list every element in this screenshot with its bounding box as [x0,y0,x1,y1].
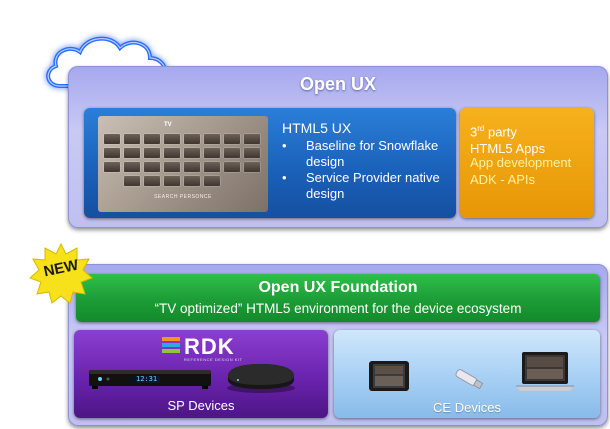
bullet-service-provider: Service Provider native design [282,170,456,202]
stb-clock-display: 12:31 [136,375,158,383]
gateway-device-icon [227,364,295,393]
third-party-title-sup: rd [477,124,485,133]
rdk-logo-text: RDK [184,334,235,359]
third-party-apps-box: 3rd party HTML5 Apps App development ADK… [460,108,594,218]
tv-logo: TV [164,122,172,128]
new-badge-icon [29,242,93,304]
adk-apis-text: ADK - APIs [470,172,536,187]
third-party-subtitle: App development ADK - APIs [470,154,571,188]
open-ux-foundation-panel: Open UX Foundation “TV optimized” HTML5 … [68,264,608,426]
sp-devices-box: RDK REFERENCE DESIGN KIT 12:31 SP Device… [74,330,328,418]
html5-ux-title: HTML5 UX [282,120,352,136]
tv-caption: SEARCH PERSONCE [154,194,212,200]
third-party-title: 3rd party HTML5 Apps [470,120,545,157]
third-party-title-line2: HTML5 Apps [470,141,546,157]
tablet-icon [369,361,409,391]
bullet-baseline: Baseline for Snowflake design [282,138,456,170]
usb-stick-icon [455,369,484,390]
rdk-logo: RDK REFERENCE DESIGN KIT [162,334,254,364]
open-ux-panel: Open UX TV SEARCH PERSONCE HTML5 UX Base… [68,66,608,228]
foundation-subtitle: “TV optimized” HTML5 environment for the… [154,301,522,316]
html5-ux-box: TV SEARCH PERSONCE HTML5 UX Baseline for… [84,108,456,218]
foundation-title: Open UX Foundation [258,279,418,296]
rdk-stripes-icon [162,337,180,353]
third-party-title-suffix: party [484,124,517,140]
html5-ux-bullets: Baseline for Snowflake design Service Pr… [282,138,456,202]
ce-devices-box: CE Devices [334,330,600,418]
tv-ui-screenshot: TV SEARCH PERSONCE [98,116,268,212]
open-ux-title: Open UX [299,74,376,94]
rdk-logo-tagline: REFERENCE DESIGN KIT [184,357,243,362]
app-development-text: App development [470,155,572,170]
third-party-title-number: 3 [470,124,478,140]
set-top-box-icon [89,370,211,389]
sp-devices-label: SP Devices [167,398,235,413]
foundation-bar: Open UX Foundation “TV optimized” HTML5 … [76,274,600,322]
ce-devices-label: CE Devices [433,400,501,415]
laptop-icon [516,352,574,391]
